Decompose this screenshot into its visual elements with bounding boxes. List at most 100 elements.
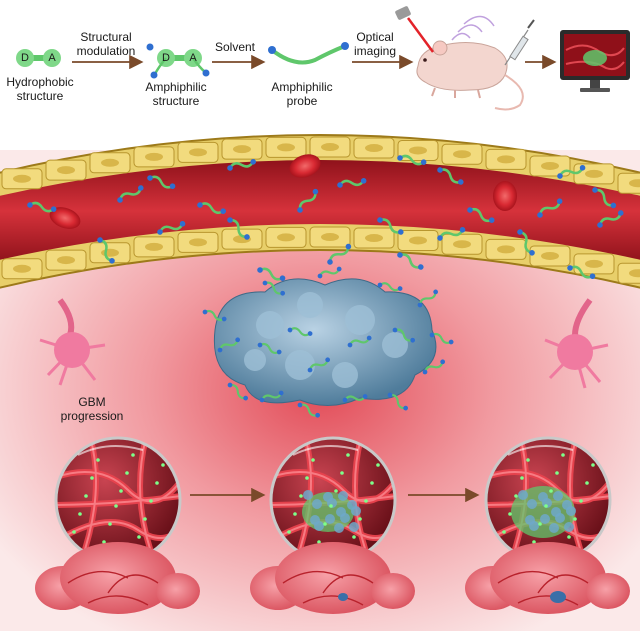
probe-molecule (259, 390, 284, 403)
probe-molecule (429, 332, 454, 345)
brain-tumor-spot (338, 593, 348, 601)
brain-tumor-spot (550, 591, 566, 603)
probe-molecule (257, 267, 286, 282)
cell-nucleus (189, 238, 207, 247)
cell-nucleus (101, 158, 119, 167)
probe-molecule (307, 357, 331, 373)
optical-imaging-label: Optical imaging (353, 30, 397, 58)
astrocyte-right (544, 298, 609, 389)
solvent-label: Solvent (214, 40, 256, 54)
structural-modulation-label: Structural modulation (76, 30, 136, 58)
probe-molecule (97, 237, 115, 264)
gbm-progression-label: GBM progression (60, 395, 124, 423)
probe-molecule (347, 335, 372, 348)
cell-nucleus (321, 233, 339, 242)
cell-nucleus (453, 240, 471, 249)
probe-molecules (27, 154, 624, 282)
probe-molecule (387, 392, 409, 411)
donor-label-2: D (162, 52, 170, 64)
probe-molecule (567, 265, 596, 280)
cell-nucleus (365, 234, 383, 243)
probe-molecule (297, 402, 321, 418)
probe-molecule (592, 187, 617, 209)
probe-molecule (227, 382, 249, 401)
cell-nucleus (13, 264, 31, 273)
probe-molecule (397, 154, 427, 166)
donor-label: D (21, 52, 29, 64)
vessel-lower-edge (0, 249, 640, 289)
amphiphilic-probe-molecule (268, 42, 349, 65)
cell-nucleus (629, 269, 640, 278)
glioblastoma-tumor (213, 278, 437, 406)
probe-molecule (317, 266, 342, 279)
probe-molecule (147, 175, 176, 190)
probe-molecule (287, 327, 313, 337)
amphiphilic-probe-label: Amphiphilic probe (271, 80, 333, 108)
probe-molecule (342, 394, 368, 403)
cell-nucleus (277, 143, 295, 152)
probe-molecule (467, 207, 495, 223)
cell-nucleus (189, 148, 207, 157)
probe-molecule (437, 167, 464, 185)
probe-molecule (437, 226, 466, 241)
cell-nucleus (541, 251, 559, 260)
vessel-lumen (0, 160, 640, 260)
endothelial-cells (1, 136, 640, 284)
cell-nucleus (321, 143, 339, 152)
probe-molecule (392, 327, 416, 343)
hydrophobic-molecule (16, 49, 61, 67)
mouse-icon (416, 40, 524, 111)
probe-molecule (262, 280, 286, 296)
probe-molecule (597, 210, 624, 228)
cell-nucleus (629, 179, 640, 188)
cell-nucleus (13, 174, 31, 183)
probe-molecule (337, 178, 367, 188)
cell-nucleus (409, 236, 427, 245)
probe-molecule (117, 185, 144, 203)
cell-nucleus (145, 152, 163, 161)
acceptor-label-2: A (189, 52, 197, 64)
cell-nucleus (409, 146, 427, 155)
cell-nucleus (497, 245, 515, 254)
cell-nucleus (233, 145, 251, 154)
cell-nucleus (277, 233, 295, 242)
cell-nucleus (453, 150, 471, 159)
probe-molecule (327, 243, 352, 265)
monitor-icon (560, 30, 630, 92)
red-blood-cell (289, 154, 321, 178)
cell-nucleus (585, 259, 603, 268)
probe-molecule (397, 252, 424, 270)
cell-nucleus (57, 256, 75, 265)
astrocyte-left (39, 298, 106, 386)
cell-nucleus (497, 155, 515, 164)
red-blood-cell (493, 181, 517, 211)
probe-molecule (417, 289, 439, 308)
mouse-brain (35, 542, 200, 614)
acceptor-label: A (48, 52, 56, 64)
hydrophobic-structure-label: Hydrophobic structure (6, 75, 74, 103)
amphiphilic-molecule (146, 43, 210, 79)
probe-molecule (157, 220, 186, 235)
amphiphilic-structure-label: Amphiphilic structure (145, 80, 207, 108)
probe-molecule (227, 217, 250, 240)
cell-nucleus (57, 166, 75, 175)
workflow-background (0, 0, 640, 128)
probe-molecule (377, 282, 403, 292)
probe-molecule (537, 198, 563, 218)
laser-icon (395, 6, 495, 53)
probe-molecule (557, 164, 586, 179)
tumor-bound-probes (202, 266, 454, 418)
probe-molecule (197, 202, 226, 215)
mouse-brains (35, 542, 630, 614)
cell-nucleus (145, 242, 163, 251)
red-blood-cell (49, 207, 81, 229)
mouse-brain (465, 542, 630, 614)
cell-nucleus (541, 161, 559, 170)
probe-molecule (422, 359, 446, 375)
probe-molecule (27, 201, 57, 213)
probe-molecule (257, 342, 282, 355)
cell-nucleus (365, 144, 383, 153)
probe-molecule (517, 229, 535, 256)
probe-molecule (202, 309, 227, 322)
